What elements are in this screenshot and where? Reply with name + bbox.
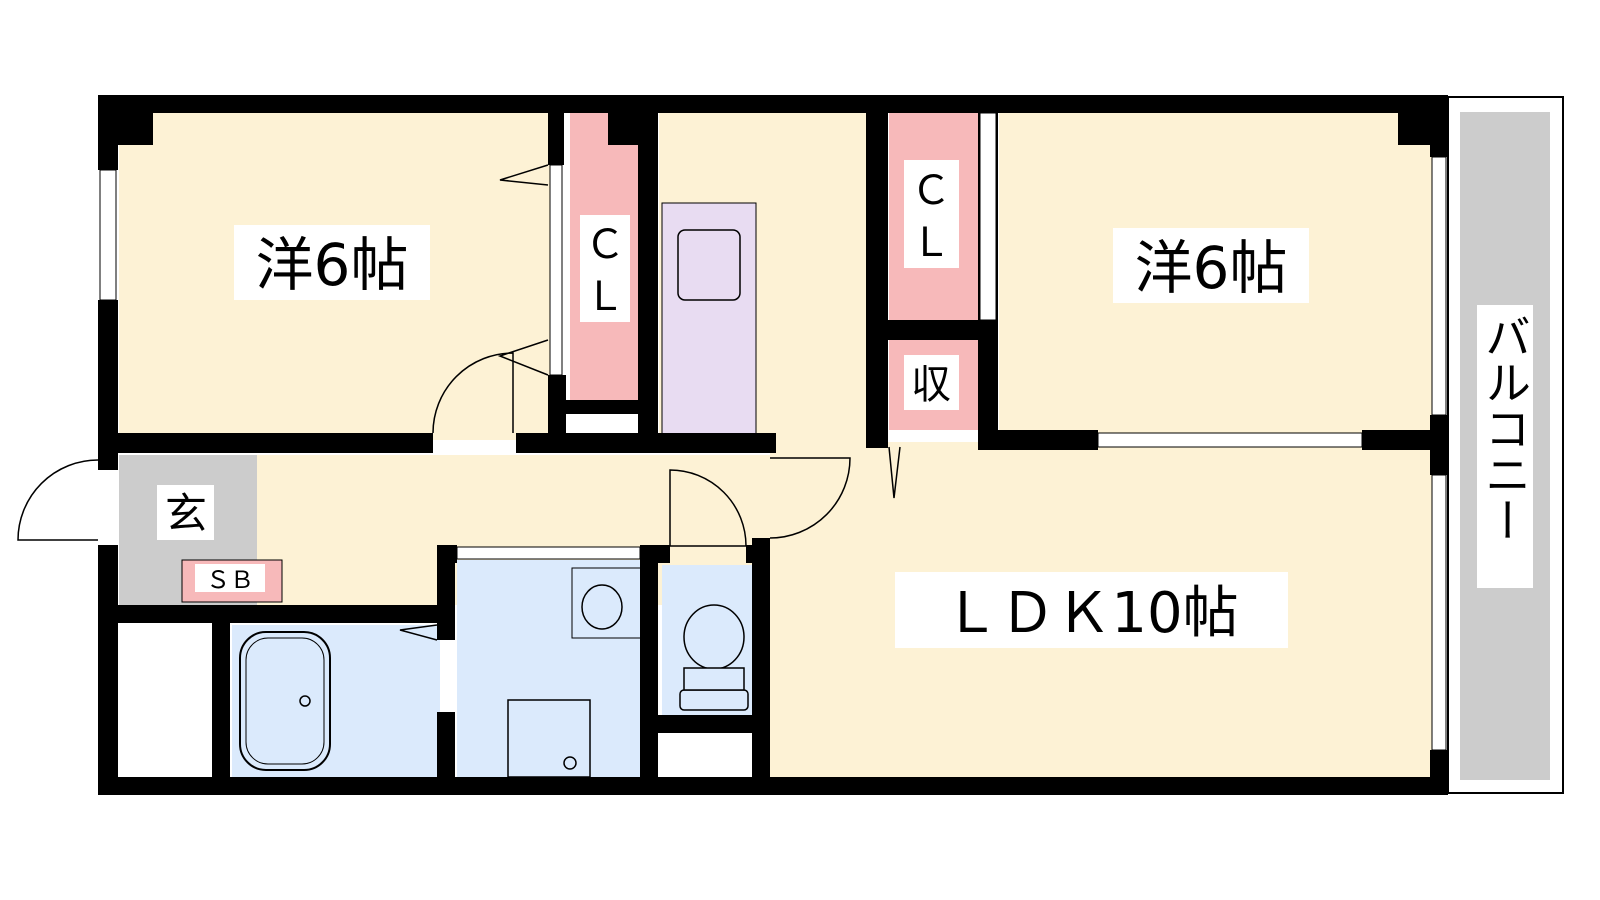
closet-right-label-c: Ｃ [911, 168, 951, 214]
wall-h [746, 545, 770, 563]
label-bg [580, 215, 630, 322]
wall-h [658, 715, 758, 733]
kitchen-counter [661, 202, 757, 439]
wall-v [548, 113, 564, 165]
wall-h-rooms [98, 433, 433, 453]
wall-h [640, 545, 670, 563]
sliding-door-closet [979, 112, 997, 321]
label-bg [895, 572, 1288, 648]
balcony-label: バルコニー [1478, 313, 1532, 543]
label-bg [195, 564, 265, 592]
wall-h [1362, 430, 1442, 450]
wall-v [752, 538, 770, 795]
label-bg [1113, 228, 1309, 303]
washroom [457, 560, 647, 777]
window-right-lower [1431, 474, 1447, 751]
wall-v [640, 545, 658, 795]
wall-h [98, 605, 448, 623]
closet-right-label-l: Ｌ [911, 220, 951, 266]
pillar [608, 113, 640, 145]
western-room-right-label: 洋6帖 [1135, 234, 1288, 302]
bathtub-inner-icon [245, 637, 325, 765]
walls [98, 95, 1448, 795]
label-bg [904, 355, 959, 410]
drain-icon [299, 695, 311, 707]
closet-door-mark [499, 164, 549, 186]
storage-label: 収 [911, 362, 951, 408]
wall-v [437, 712, 455, 795]
closet-door-mark [497, 339, 549, 376]
wall-v [638, 113, 658, 453]
closet-left-label-l: Ｌ [585, 274, 625, 320]
sink-icon [677, 229, 741, 301]
window-left [99, 169, 117, 301]
bathroom [232, 625, 440, 777]
basin-bowl-icon [581, 584, 623, 630]
wall-right-upper [1430, 95, 1448, 157]
wall-h-closet [566, 400, 638, 414]
entrance-label: 玄 [165, 489, 207, 538]
western-room-left-label: 洋6帖 [256, 231, 409, 299]
wall-h [437, 545, 457, 563]
wall-v [866, 113, 888, 448]
wall-h [866, 320, 998, 340]
shoe-box-label: ＳＢ [206, 566, 254, 594]
balcony-label-bg [1477, 305, 1533, 588]
label-bg [904, 160, 959, 268]
toilet-room [662, 565, 760, 715]
storage-door [888, 446, 901, 499]
sliding-door-window [1097, 432, 1363, 448]
wall-top [98, 95, 1448, 113]
wall-left-upper [98, 95, 118, 170]
window-right-upper [1431, 156, 1447, 416]
pillar [118, 113, 153, 145]
toilet-seat-icon [683, 667, 745, 691]
room-left-door [432, 352, 514, 434]
windows [99, 112, 1447, 751]
wall-v [437, 545, 455, 640]
sliding-door-closet [549, 164, 563, 376]
label-bg [157, 485, 214, 540]
ldk-door [769, 457, 851, 539]
doors [17, 164, 901, 641]
wall-v [212, 605, 230, 795]
wall-right-lower [1430, 750, 1448, 795]
wall-v [752, 433, 770, 453]
closet-left-label-c: Ｃ [585, 222, 625, 268]
wall-left-mid [98, 300, 118, 470]
wall-bottom [98, 777, 1448, 795]
wall-v [548, 375, 566, 453]
pillar [1398, 113, 1430, 145]
wall-left-lower [98, 545, 118, 795]
washing-machine-drain-icon [563, 756, 577, 770]
bathtub-icon [239, 631, 331, 771]
wall-h [978, 430, 1098, 450]
bath-door-mark [399, 624, 438, 641]
toilet-door [669, 469, 747, 547]
label-bg [234, 225, 430, 300]
ldk-label: ＬＤＫ10帖 [943, 581, 1238, 646]
bath-door-slider [456, 546, 641, 560]
entrance-door [17, 459, 99, 541]
